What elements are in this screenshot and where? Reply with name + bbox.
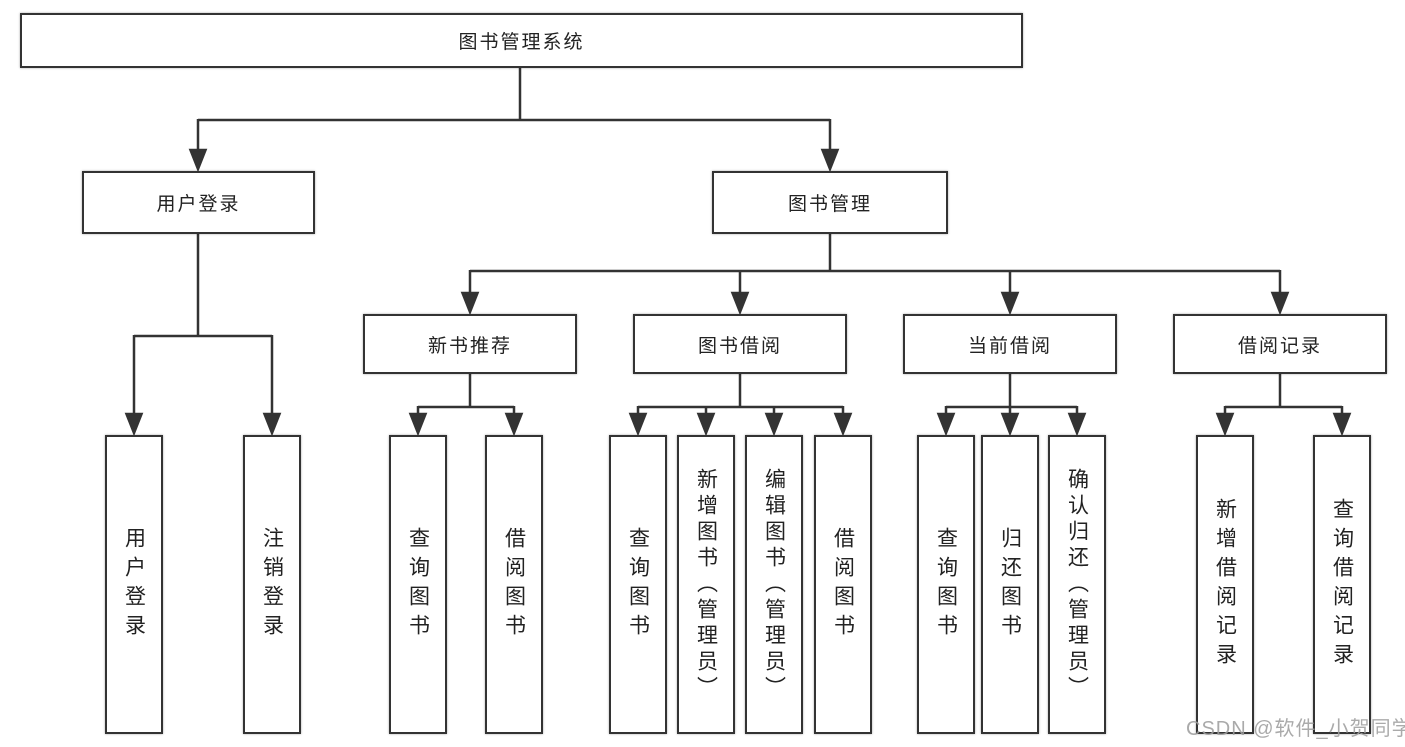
node-library-management-system: 图书管理系统	[20, 13, 1023, 68]
node-query-books-3: 查询图书	[917, 435, 975, 734]
node-label: 查询图书	[934, 526, 958, 643]
node-label: 注销登录	[260, 526, 284, 643]
node-edit-books-admin: 编辑图书（管理员）	[745, 435, 803, 734]
node-label: 确认归还（管理员）	[1065, 467, 1089, 702]
node-label: 用户登录	[156, 194, 241, 215]
node-borrow-books-1: 借阅图书	[485, 435, 543, 734]
node-label: 图书管理系统	[458, 32, 585, 53]
node-label: 图书管理	[787, 194, 872, 215]
connector-new-rec	[408, 374, 524, 437]
connector-root	[188, 68, 840, 173]
node-query-borrow-record: 查询借阅记录	[1313, 435, 1371, 734]
node-label: 新增图书（管理员）	[694, 467, 718, 702]
node-new-book-recommend: 新书推荐	[363, 314, 577, 374]
connector-book-mgmt	[460, 234, 1290, 316]
csdn-watermark: CSDN @软件_小贺同学	[1186, 718, 1405, 740]
node-label: 借阅图书	[502, 526, 526, 643]
node-query-books-1: 查询图书	[389, 435, 447, 734]
node-label: 新书推荐	[427, 335, 512, 357]
node-borrow-books-2: 借阅图书	[814, 435, 872, 734]
node-borrowing-records: 借阅记录	[1173, 314, 1387, 374]
node-label: 查询借阅记录	[1330, 497, 1354, 672]
connector-borrow-rec	[1215, 374, 1352, 437]
node-label: 查询图书	[406, 526, 430, 643]
node-logout: 注销登录	[243, 435, 301, 734]
node-book-borrowing: 图书借阅	[633, 314, 847, 374]
connector-cur-borrow	[936, 374, 1087, 437]
node-add-borrow-record: 新增借阅记录	[1196, 435, 1254, 734]
node-label: 新增借阅记录	[1213, 497, 1237, 672]
node-query-books-2: 查询图书	[609, 435, 667, 734]
node-label: 用户登录	[122, 526, 146, 643]
node-label: 图书借阅	[697, 335, 782, 357]
node-current-borrowing: 当前借阅	[903, 314, 1117, 374]
connector-user-login	[124, 234, 282, 437]
connector-book-borrow	[628, 374, 853, 437]
node-label: 借阅记录	[1237, 335, 1322, 357]
node-confirm-return-admin: 确认归还（管理员）	[1048, 435, 1106, 734]
node-user-login: 用户登录	[82, 171, 315, 234]
node-return-books: 归还图书	[981, 435, 1039, 734]
node-user-login-action: 用户登录	[105, 435, 163, 734]
node-label: 查询图书	[626, 526, 650, 643]
node-book-management: 图书管理	[712, 171, 948, 234]
node-label: 借阅图书	[831, 526, 855, 643]
node-label: 归还图书	[998, 526, 1022, 643]
node-label: 当前借阅	[967, 335, 1052, 357]
node-label: 编辑图书（管理员）	[762, 467, 786, 702]
node-add-books-admin: 新增图书（管理员）	[677, 435, 735, 734]
